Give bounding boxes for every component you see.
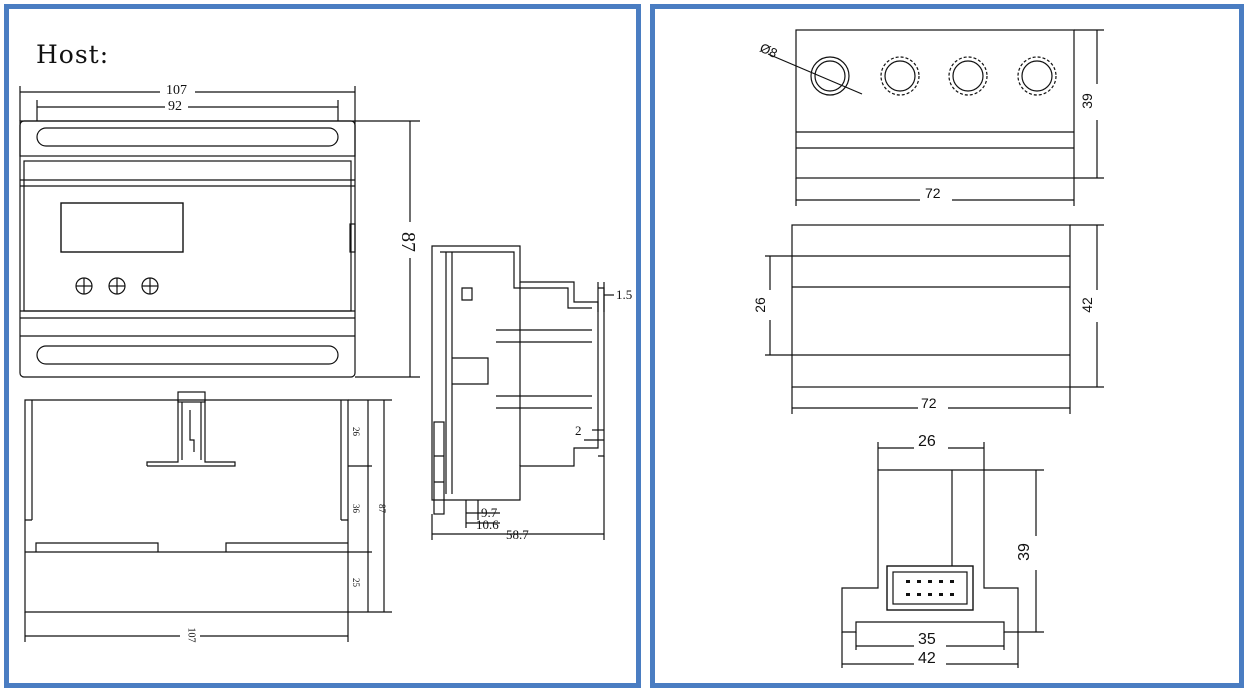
dim-terminal-front-inner: 26 — [751, 297, 768, 313]
host-title: Host: — [36, 40, 110, 69]
bottom-view — [24, 391, 392, 642]
front-view — [19, 86, 420, 378]
dim-bottom-lower: 25 — [351, 578, 361, 587]
dim-terminal-side-height: 39 — [1015, 543, 1033, 561]
button-icons — [75, 277, 159, 295]
terminal-top-view — [767, 29, 1104, 206]
terminal-side-view — [841, 442, 1044, 668]
dim-side-d4: 10.6 — [476, 517, 499, 532]
side-view — [431, 245, 614, 540]
dim-terminal-side-bottom: 42 — [918, 650, 936, 667]
dim-side-d3: 9.7 — [481, 505, 498, 520]
dim-terminal-top-width: 72 — [925, 185, 941, 201]
dim-bottom-width: 107 — [185, 627, 197, 643]
dim-bottom-top: 26 — [351, 427, 361, 436]
dim-terminal-top-height: 39 — [1078, 93, 1095, 109]
dim-terminal-front-height: 42 — [1078, 297, 1095, 313]
dim-front-width-inner: 92 — [168, 99, 182, 114]
dim-terminal-front-width: 72 — [921, 395, 937, 411]
dim-side-d5: 58.7 — [506, 527, 529, 542]
connector-pins — [906, 580, 954, 596]
dim-front-height: 87 — [397, 232, 419, 252]
terminal-front-view — [765, 224, 1104, 414]
dim-side-d2: 2 — [575, 423, 582, 438]
dim-side-d1: 1.5 — [616, 287, 633, 302]
dim-terminal-side-inner: 35 — [918, 631, 936, 648]
dim-bottom-total: 87 — [377, 504, 387, 513]
dim-front-width-outer: 107 — [166, 83, 187, 98]
terminal-dimension-panel — [650, 4, 1244, 688]
dim-terminal-side-top: 26 — [918, 433, 936, 450]
dim-bottom-mid: 36 — [351, 504, 361, 513]
